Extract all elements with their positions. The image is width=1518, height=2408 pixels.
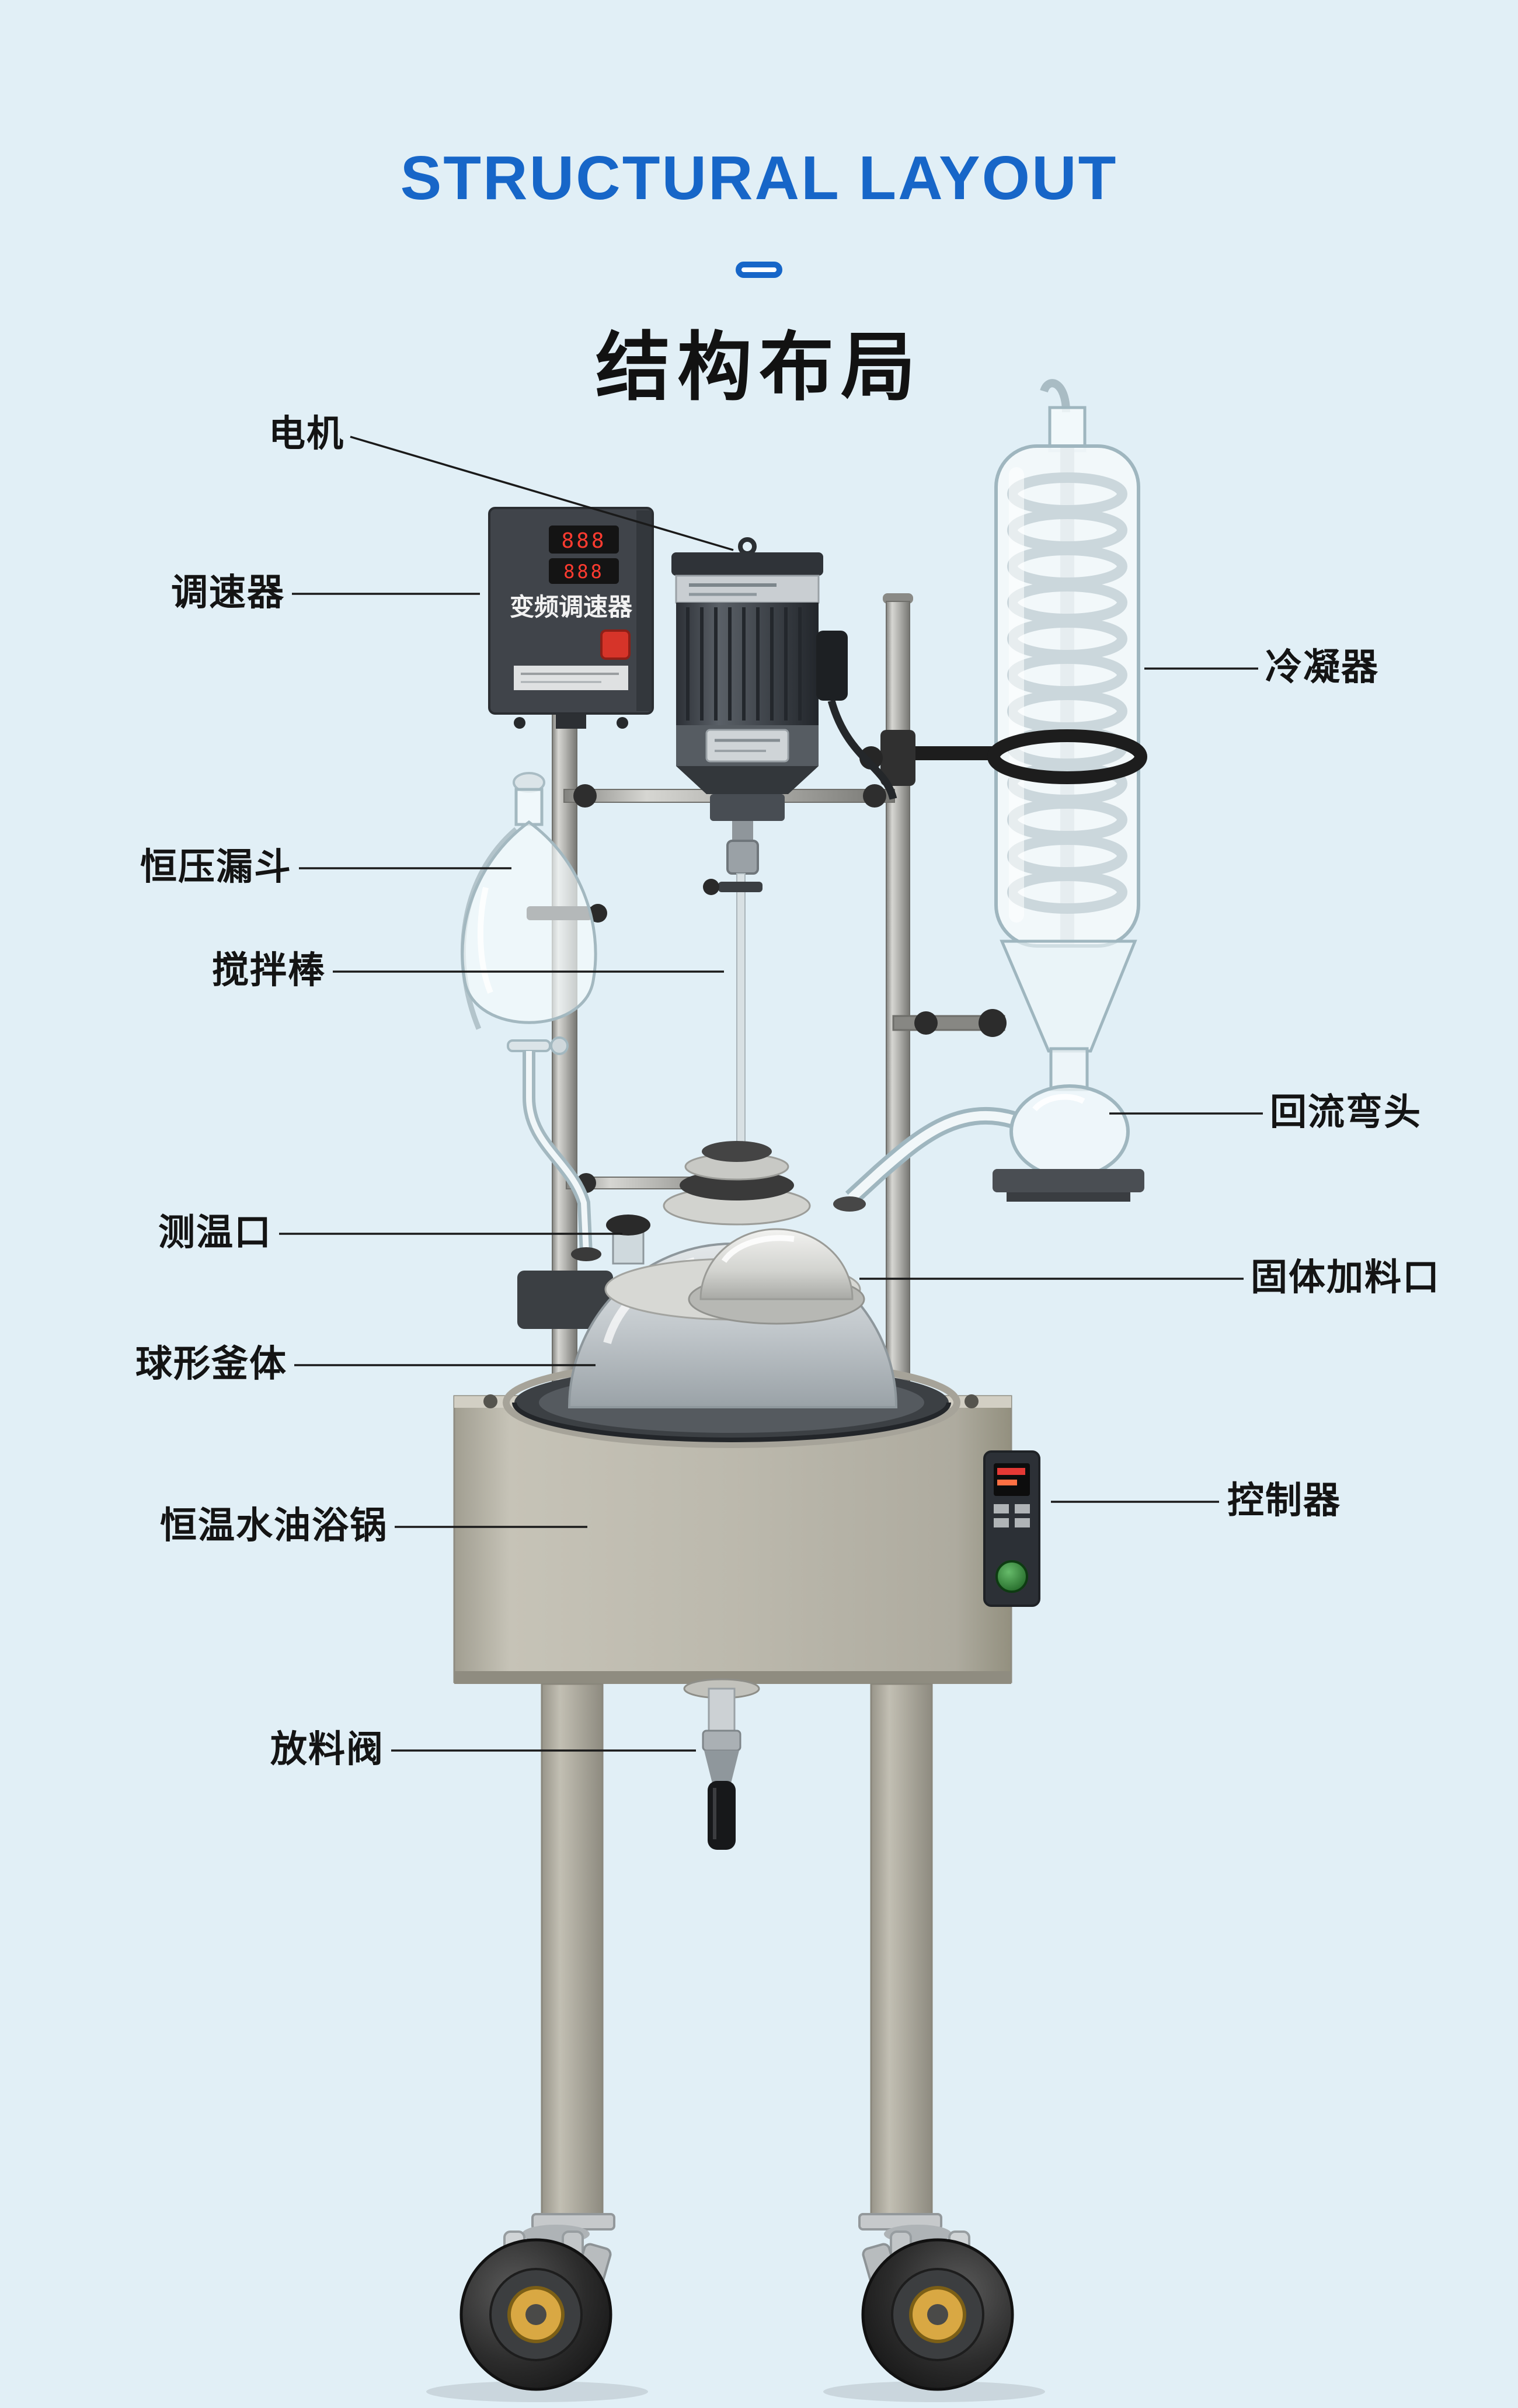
discharge-valve bbox=[683, 1678, 760, 1850]
label-discharge-valve: 放料阀 bbox=[270, 1729, 384, 1770]
bath-pot bbox=[453, 1357, 1012, 1684]
caster-left bbox=[461, 2214, 614, 2389]
label-stirring-rod: 搅拌棒 bbox=[212, 950, 326, 991]
inverter-name-plate bbox=[514, 666, 628, 690]
inverter-display-1-value: 888 bbox=[561, 529, 606, 553]
inverter-display-2 bbox=[549, 558, 619, 584]
motor-cable-connector bbox=[816, 631, 848, 701]
inverter-display-2-value: 888 bbox=[563, 561, 604, 583]
temperature-port bbox=[606, 1215, 650, 1265]
label-speed-governor: 调速器 bbox=[171, 572, 285, 613]
label-temperature-port: 测温口 bbox=[158, 1212, 272, 1253]
label-spherical-kettle: 球形釜体 bbox=[135, 1344, 287, 1384]
condenser bbox=[859, 379, 1147, 1091]
title-english: STRUCTURAL LAYOUT bbox=[400, 144, 1118, 213]
label-constant-pressure-funnel: 恒压漏斗 bbox=[140, 847, 292, 888]
label-reflux-elbow: 回流弯头 bbox=[1270, 1092, 1422, 1133]
title-divider bbox=[736, 262, 782, 278]
motor bbox=[671, 537, 897, 875]
inverter-label: 变频调速器 bbox=[510, 593, 633, 621]
label-solid-feed-port: 固体加料口 bbox=[1251, 1257, 1440, 1298]
label-condenser: 冷凝器 bbox=[1265, 647, 1379, 688]
label-motor: 电机 bbox=[269, 413, 344, 454]
spherical-kettle bbox=[512, 1141, 951, 1442]
leader-lines bbox=[279, 436, 1263, 1752]
inverter-red-button bbox=[600, 629, 631, 660]
title-chinese: 结构布局 bbox=[595, 326, 922, 409]
condenser-hook bbox=[1040, 379, 1070, 413]
casters bbox=[426, 2214, 1045, 2402]
label-bath-pot: 恒温水油浴锅 bbox=[160, 1505, 388, 1546]
inverter-display-1 bbox=[549, 526, 619, 554]
reflux-elbow bbox=[833, 1009, 1144, 1212]
motor-cable bbox=[827, 700, 897, 800]
label-controller: 控制器 bbox=[1227, 1480, 1341, 1521]
caster-right bbox=[859, 2214, 1012, 2389]
stirring-rod bbox=[703, 873, 763, 1178]
stand-legs bbox=[541, 1683, 933, 2215]
power-button bbox=[995, 1560, 1028, 1593]
solid-feed-port bbox=[688, 1228, 865, 1325]
speed-governor-box: 888 888 变频调速器 bbox=[488, 507, 654, 729]
controller-panel bbox=[983, 1450, 1040, 1607]
